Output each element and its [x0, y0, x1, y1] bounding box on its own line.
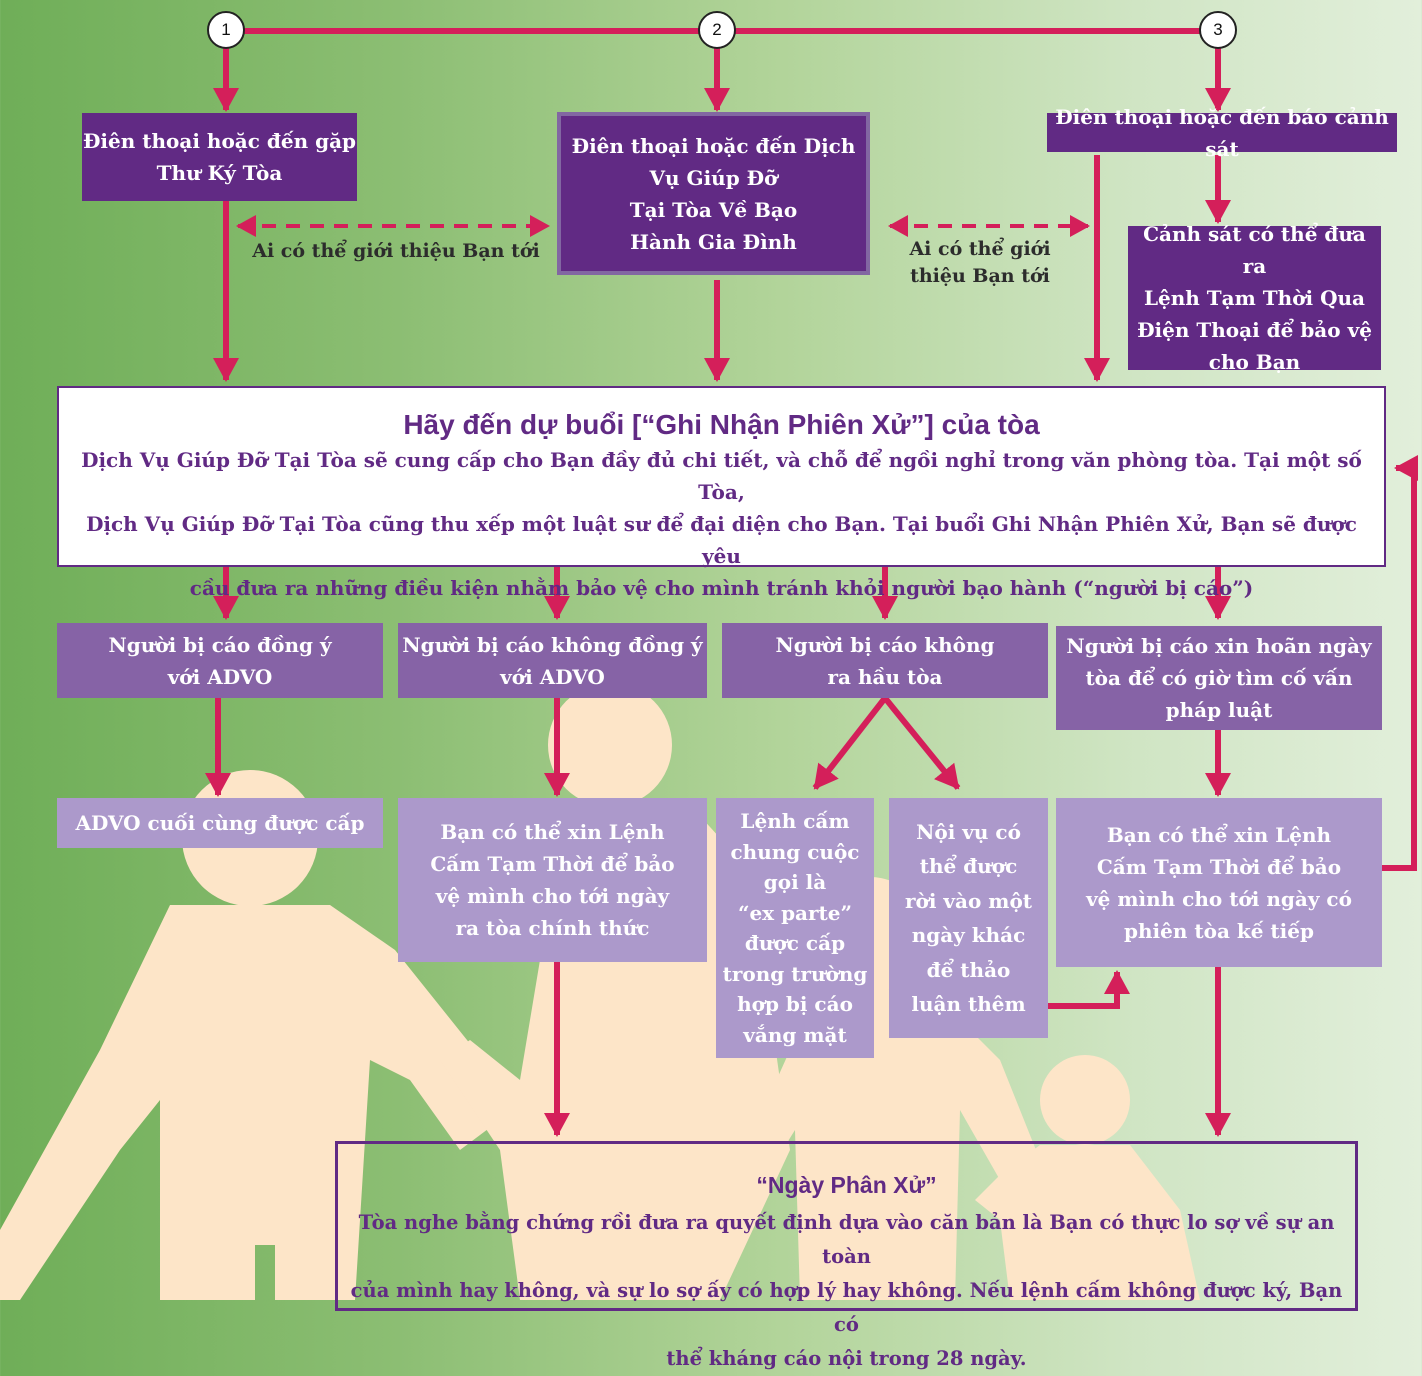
contact-clerk-line-1: Điên thoại hoặc đến gặp	[82, 129, 357, 153]
contact-support-line-3: Tại Tòa Về Bạo	[629, 197, 798, 222]
result-adjourned-line-1: Nội vụ có	[916, 819, 1021, 844]
decision-day-title: “Ngày Phân Xử”	[756, 1172, 937, 1198]
referral-right-line-2: thiệu Bạn tới	[910, 265, 1050, 287]
referral-label-right: Ai có thể giới thiệu Bạn tới	[880, 236, 1080, 290]
result-ex-parte-line-1: Lệnh cấm	[740, 809, 850, 833]
result-ex-parte-line-4: “ex parte”	[737, 900, 853, 925]
contact-support-line-2: Vụ Giúp Đỡ	[649, 165, 778, 190]
result-interim-hearing-line-1: Bạn có thể xin Lệnh	[440, 820, 665, 844]
decision-body-line-2: của mình hay không, và sự lo sợ ấy có hợ…	[350, 1279, 1343, 1336]
silhouette-body-1	[0, 905, 500, 1300]
result-adjourned-box: Nội vụ có thể được rời vào một ngày khác để …	[889, 798, 1048, 1038]
contact-support-line-4: Hành Gia Đình	[630, 229, 797, 254]
contact-police-line-1: Điên thoại hoặc đến báo cảnh sát	[1055, 104, 1389, 161]
outcome-absent-line-2: ra hầu tòa	[827, 664, 943, 689]
outcome-agree-line-1: Người bị cáo đồng ý	[108, 632, 332, 657]
referral-label-left: Ai có thể giới thiệu Bạn tới	[240, 238, 552, 265]
outcome-adjourn-line-3: pháp luật	[1165, 698, 1273, 722]
decision-day-body: Tòa nghe bằng chứng rồi đưa ra quyết địn…	[338, 1206, 1355, 1376]
outcome-adjourn-line-2: tòa để có giờ tìm cố vấn	[1085, 666, 1353, 690]
result-interim-next-line-3: vệ mình cho tới ngày có	[1086, 886, 1352, 911]
result-adjourned-line-6: luận thêm	[911, 992, 1026, 1016]
contact-police-box: Điên thoại hoặc đến báo cảnh sát	[1047, 105, 1397, 161]
hearing-body-line-1: Dịch Vụ Giúp Đỡ Tại Tòa sẽ cung cấp cho …	[81, 448, 1362, 504]
silhouette-head-2	[548, 683, 672, 807]
police-order-line-4: cho Bạn	[1208, 350, 1301, 374]
hearing-body-line-3: cầu đưa ra những điều kiện nhằm bảo vệ c…	[189, 576, 1254, 600]
result-adjourned-line-2: thể được	[919, 854, 1018, 878]
outcome-absent-line-1: Người bị cáo không	[775, 632, 995, 657]
outcome-disagree-box: Người bị cáo không đồng ý với ADVO	[398, 623, 707, 698]
result-interim-hearing-line-2: Cấm Tạm Thời để bảo	[430, 852, 675, 876]
result-interim-next-line-1: Bạn có thể xin Lệnh	[1106, 822, 1332, 847]
decision-day-box: “Ngày Phân Xử” Tòa nghe bằng chứng rồi đ…	[335, 1141, 1358, 1370]
outcome-absent-box: Người bị cáo không ra hầu tòa	[722, 623, 1048, 698]
result-interim-next-line-4: phiên tòa kế tiếp	[1124, 918, 1314, 943]
result-ex-parte-line-3: gọi là	[763, 870, 827, 894]
result-ex-parte-line-6: trong trường	[722, 961, 868, 986]
result-ex-parte-line-2: chung cuộc	[730, 839, 860, 864]
step-2-circle: 2	[698, 11, 736, 49]
result-adjourned-line-5: để thảo	[926, 957, 1011, 982]
result-ex-parte-box: Lệnh cấm chung cuộc gọi là “ex parte” được c…	[716, 798, 874, 1058]
contact-court-support-box: Điên thoại hoặc đến Dịch Vụ Giúp Đỡ Tại Tò…	[557, 112, 870, 275]
step-3-number: 3	[1213, 20, 1223, 39]
hearing-title: Hãy đến dự buổi [“Ghi Nhận Phiên Xử”] củ…	[403, 409, 1040, 440]
police-order-line-2: Lệnh Tạm Thời Qua	[1143, 286, 1366, 310]
arrow-loop-back-to-hearing	[1381, 455, 1418, 871]
referral-right-line-1: Ai có thể giới	[909, 238, 1051, 260]
outcome-disagree-line-1: Người bị cáo không đồng ý	[402, 632, 703, 657]
arrow-adjourned-to-interim-next	[1048, 970, 1130, 1009]
result-interim-hearing-line-4: ra tòa chính thức	[455, 916, 650, 940]
arrow-absent-to-exparte	[812, 696, 888, 790]
hearing-body-line-2: Dịch Vụ Giúp Đỡ Tại Tòa cũng thu xếp một…	[86, 512, 1357, 568]
silhouette-body-4	[975, 1145, 1200, 1300]
outcome-adjourn-box: Người bị cáo xin hoãn ngày tòa để có giờ …	[1056, 626, 1382, 730]
decision-body-line-3: thể kháng cáo nội trong 28 ngày.	[666, 1347, 1027, 1370]
contact-support-line-1: Điên thoại hoặc đến Dịch	[571, 133, 856, 158]
step-1-number: 1	[221, 20, 231, 39]
step-1-circle: 1	[207, 11, 245, 49]
result-final-advo-line-1: ADVO cuối cùng được cấp	[75, 811, 365, 835]
silhouette-body-3	[745, 990, 1040, 1300]
step-3-circle: 3	[1199, 11, 1237, 49]
silhouette-head-4	[1040, 1055, 1130, 1145]
outcome-adjourn-line-1: Người bị cáo xin hoãn ngày	[1066, 634, 1372, 658]
result-interim-hearing-line-3: vệ mình cho tới ngày	[435, 884, 670, 908]
hearing-body: Dịch Vụ Giúp Đỡ Tại Tòa sẽ cung cấp cho …	[59, 444, 1384, 604]
arrow-absent-to-adjourned	[882, 696, 961, 790]
step-2-number: 2	[712, 20, 722, 39]
outcome-agree-box: Người bị cáo đồng ý với ADVO	[57, 623, 383, 698]
outcome-agree-line-2: với ADVO	[167, 664, 273, 689]
result-final-advo-box: ADVO cuối cùng được cấp	[57, 798, 383, 848]
result-adjourned-line-4: ngày khác	[911, 923, 1026, 947]
result-ex-parte-line-7: hợp bị cáo	[737, 992, 853, 1016]
outcome-disagree-line-2: với ADVO	[500, 664, 605, 689]
result-interim-next-line-2: Cấm Tạm Thời để bảo	[1096, 854, 1342, 879]
result-ex-parte-line-8: vắng mặt	[743, 1022, 847, 1047]
referral-left-line-1: Ai có thể giới thiệu Bạn tới	[252, 240, 540, 262]
result-adjourned-line-3: rời vào một	[904, 888, 1033, 913]
decision-body-line-1: Tòa nghe bằng chứng rồi đưa ra quyết địn…	[358, 1211, 1335, 1268]
hearing-box: Hãy đến dự buổi [“Ghi Nhận Phiên Xử”] củ…	[57, 386, 1386, 600]
contact-clerk-line-2: Thư Ký Tòa	[156, 161, 283, 185]
police-order-line-1: Cảnh sát có thể đưa ra	[1143, 222, 1366, 278]
result-ex-parte-line-5: được cấp	[744, 931, 846, 955]
police-order-line-3: Điện Thoại để bảo vệ	[1137, 318, 1372, 342]
